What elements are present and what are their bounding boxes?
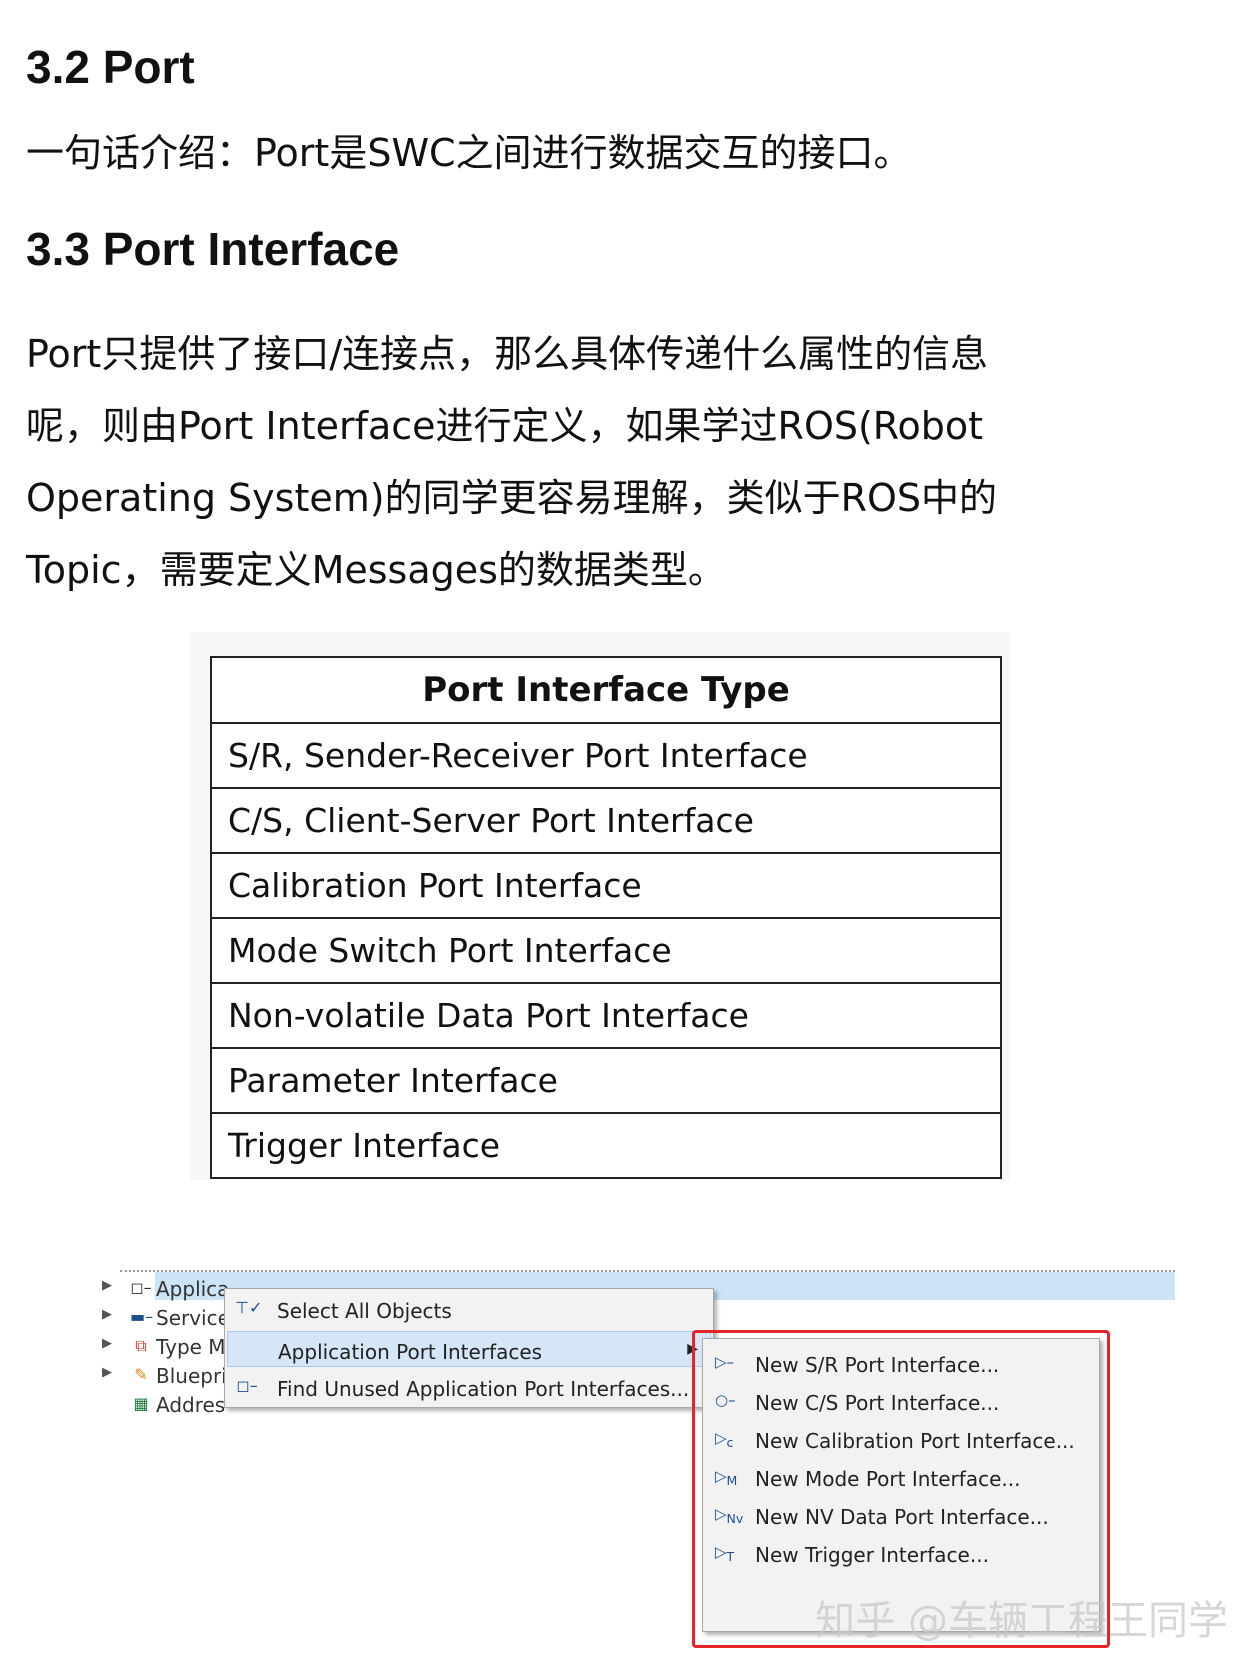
table-cell: Trigger Interface <box>210 1112 1002 1179</box>
table-row: C/S, Client-Server Port Interface <box>210 787 1002 854</box>
heading-port-interface: 3.3 Port Interface <box>26 223 400 275</box>
menu-item-label: Application Port Interfaces <box>278 1340 543 1364</box>
heading-port: 3.2 Port <box>26 41 195 93</box>
menu-item-label: New NV Data Port Interface... <box>755 1505 1049 1529</box>
trigger-interface-icon: ▷T <box>715 1543 735 1564</box>
paragraph-line: Topic，需要定义Messages的数据类型。 <box>26 548 726 592</box>
menu-item-new-nv-data-port-interface[interactable]: ▷Nv New NV Data Port Interface... <box>703 1497 1099 1535</box>
table-row: Calibration Port Interface <box>210 852 1002 919</box>
menu-item-label: New Trigger Interface... <box>755 1543 989 1567</box>
tree-item-type-mapping[interactable]: ▶ ⧉ Type M <box>100 1332 340 1362</box>
menu-item-application-port-interfaces[interactable]: Application Port Interfaces ▶ <box>227 1331 711 1367</box>
port-interface-type-table: Port Interface Type S/R, Sender-Receiver… <box>210 656 1002 1179</box>
menu-item-select-all[interactable]: ⊤✓ Select All Objects <box>227 1291 711 1327</box>
table-row: Parameter Interface <box>210 1047 1002 1114</box>
table-header-row: Port Interface Type <box>210 656 1002 724</box>
tree-item-label: Bluepri <box>156 1364 227 1388</box>
select-all-icon: ⊤✓ <box>235 1298 263 1317</box>
menu-item-label: Select All Objects <box>277 1299 452 1323</box>
table-header: Port Interface Type <box>210 656 1002 724</box>
calibration-port-interface-icon: ▷c <box>715 1429 734 1450</box>
expand-arrow-icon[interactable]: ▶ <box>102 1307 112 1322</box>
tree-item-blueprint[interactable]: ▶ ✎ Bluepri <box>100 1361 340 1391</box>
blueprint-icon: ✎ <box>134 1365 148 1384</box>
table-row: Mode Switch Port Interface <box>210 917 1002 984</box>
menu-item-label: Find Unused Application Port Interfaces.… <box>277 1377 690 1401</box>
nv-data-port-interface-icon: ▷Nv <box>715 1505 744 1526</box>
sr-port-interface-icon: ▷– <box>715 1353 735 1371</box>
menu-item-label: New C/S Port Interface... <box>755 1391 1000 1415</box>
tree-item-service[interactable]: ▶ ▬– Service <box>100 1303 340 1333</box>
submenu-application-port-interfaces: ▷– New S/R Port Interface... ○– New C/S … <box>702 1338 1100 1632</box>
menu-item-new-mode-port-interface[interactable]: ▷M New Mode Port Interface... <box>703 1459 1099 1497</box>
table-cell: Calibration Port Interface <box>210 852 1002 919</box>
highlight-frame <box>692 1330 1110 1648</box>
tree-item-application[interactable]: ▶ ◻– Applica <box>100 1274 340 1304</box>
tree-item-label: Applica <box>156 1277 230 1301</box>
mode-port-interface-icon: ▷M <box>715 1467 738 1488</box>
context-menu-screenshot: ▶ ◻– Applica ▶ ▬– Service ▶ ⧉ Type M ▶ ✎… <box>100 1258 1200 1648</box>
watermark: 知乎 @车辆工程王同学 <box>815 1598 1228 1644</box>
table-row: S/R, Sender-Receiver Port Interface <box>210 722 1002 789</box>
service-icon: ▬– <box>130 1307 154 1326</box>
tree-item-label: Type M <box>156 1335 226 1359</box>
paragraph-line: 呢，则由Port Interface进行定义，如果学过ROS(Robot <box>26 404 984 448</box>
port-interface-paragraph: Port只提供了接口/连接点，那么具体传递什么属性的信息 呢，则由Port In… <box>26 318 1136 606</box>
menu-item-new-sr-port-interface[interactable]: ▷– New S/R Port Interface... <box>703 1345 1099 1383</box>
table-cell: Non-volatile Data Port Interface <box>210 982 1002 1049</box>
port-intro-text: 一句话介绍：Port是SWC之间进行数据交互的接口。 <box>26 131 912 175</box>
table-cell: Parameter Interface <box>210 1047 1002 1114</box>
menu-item-new-calibration-port-interface[interactable]: ▷c New Calibration Port Interface... <box>703 1421 1099 1459</box>
port-interface-icon: ◻– <box>236 1376 258 1395</box>
expand-arrow-icon[interactable]: ▶ <box>102 1278 112 1293</box>
tree-item-label: Service <box>156 1306 230 1330</box>
menu-item-label: New Mode Port Interface... <box>755 1467 1021 1491</box>
expand-arrow-icon[interactable]: ▶ <box>102 1336 112 1351</box>
context-menu: ⊤✓ Select All Objects Application Port I… <box>224 1288 714 1408</box>
paragraph-line: Operating System)的同学更容易理解，类似于ROS中的 <box>26 476 998 520</box>
type-mapping-icon: ⧉ <box>135 1336 147 1355</box>
table-cell: Mode Switch Port Interface <box>210 917 1002 984</box>
cs-port-interface-icon: ○– <box>715 1391 736 1409</box>
tree-item-label: Addres <box>156 1393 226 1417</box>
table-row: Trigger Interface <box>210 1112 1002 1179</box>
table-cell: C/S, Client-Server Port Interface <box>210 787 1002 854</box>
table-row: Non-volatile Data Port Interface <box>210 982 1002 1049</box>
port-interface-type-figure: Port Interface Type S/R, Sender-Receiver… <box>190 632 1010 1180</box>
tree-item-address[interactable]: ▦ Addres <box>100 1390 340 1420</box>
menu-item-find-unused[interactable]: ◻– Find Unused Application Port Interfac… <box>227 1369 711 1405</box>
table-cell: S/R, Sender-Receiver Port Interface <box>210 722 1002 789</box>
menu-item-new-cs-port-interface[interactable]: ○– New C/S Port Interface... <box>703 1383 1099 1421</box>
paragraph-line: Port只提供了接口/连接点，那么具体传递什么属性的信息 <box>26 332 989 376</box>
port-interface-icon: ◻– <box>130 1278 152 1297</box>
address-icon: ▦ <box>133 1394 149 1413</box>
tree-divider <box>120 1270 1175 1272</box>
expand-arrow-icon[interactable]: ▶ <box>102 1365 112 1380</box>
menu-item-label: New S/R Port Interface... <box>755 1353 1000 1377</box>
menu-item-new-trigger-interface[interactable]: ▷T New Trigger Interface... <box>703 1535 1099 1573</box>
menu-item-label: New Calibration Port Interface... <box>755 1429 1075 1453</box>
